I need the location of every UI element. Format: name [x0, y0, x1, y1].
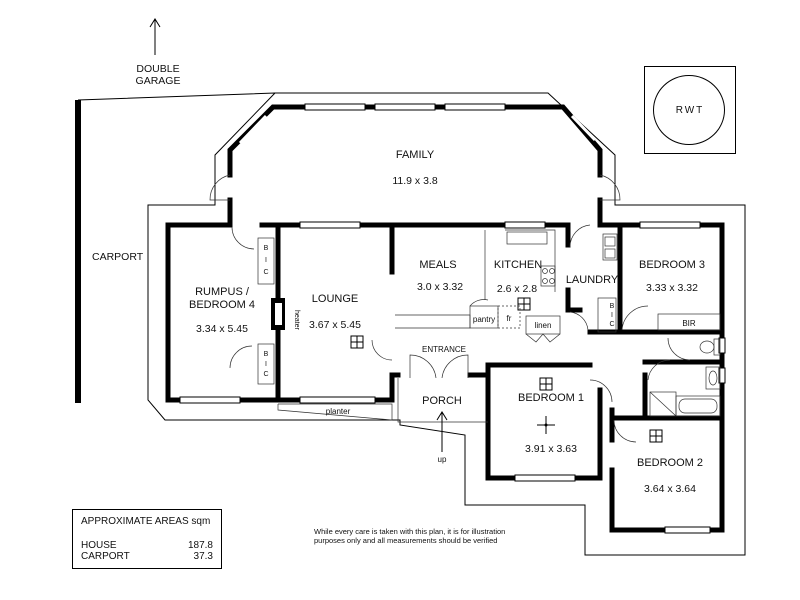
meals-size: 3.0 x 3.32	[417, 281, 463, 293]
fridge-label: fr	[507, 314, 512, 323]
svg-text:I: I	[611, 312, 613, 319]
pantry-door	[469, 299, 489, 307]
bedroom2-light-icon	[649, 429, 663, 443]
svg-text:B: B	[264, 245, 269, 252]
planter-label: planter	[326, 407, 351, 416]
ceiling-fan-icon	[537, 416, 555, 434]
rainwater-tank: RWT	[644, 66, 736, 154]
family-room-name: FAMILY	[396, 149, 435, 161]
rumpus-bic-upper: B I C	[257, 237, 275, 285]
kitchen-light-icon	[517, 297, 531, 311]
kitchen-size: 2.6 x 2.8	[497, 283, 537, 295]
bathroom-door	[647, 359, 671, 381]
heater-label: heater	[293, 310, 300, 331]
family-door-left	[209, 174, 231, 201]
planter-outline	[277, 403, 393, 421]
boundary-outline	[77, 92, 746, 556]
rumpus-bic-lower: B I C	[257, 343, 275, 385]
rwt-label: RWT	[675, 105, 705, 116]
family-door-right	[599, 174, 621, 201]
disclaimer-line1: While every care is taken with this plan…	[314, 527, 506, 536]
rumpus-name-line1: RUMPUS /	[195, 286, 250, 298]
bath-icon	[675, 395, 721, 417]
svg-text:C: C	[263, 269, 268, 276]
porch-label: PORCH	[422, 395, 462, 407]
linen-label: linen	[535, 321, 552, 330]
svg-text:I: I	[265, 361, 267, 368]
bedroom3-size: 3.33 x 3.32	[646, 282, 698, 294]
bir-label: BIR	[682, 319, 696, 328]
wc-door	[667, 337, 691, 361]
meals-name: MEALS	[419, 259, 456, 271]
area-value: 187.8	[187, 540, 213, 551]
meals-bench	[395, 314, 471, 329]
entrance-label: ENTRANCE	[422, 345, 466, 354]
area-value: 37.3	[193, 551, 213, 562]
bedroom1-door	[589, 379, 613, 403]
area-label: HOUSE	[81, 540, 117, 551]
garage-arrow-icon	[149, 18, 161, 55]
bedroom2-door	[613, 419, 637, 443]
svg-text:I: I	[265, 257, 267, 264]
rumpus-lower-door	[229, 345, 253, 369]
tank-circle: RWT	[653, 75, 725, 145]
kitchen-bench	[484, 229, 556, 300]
areas-title: APPROXIMATE AREAS sqm	[81, 516, 211, 527]
bedroom2-name: BEDROOM 2	[637, 457, 703, 469]
family-windows	[238, 103, 597, 145]
laundry-bic: B I C	[597, 297, 617, 333]
garage-label-line2: GARAGE	[136, 75, 181, 87]
svg-text:B: B	[264, 351, 269, 358]
bedroom3-door	[621, 305, 649, 331]
disclaimer-line2: purposes only and all measurements shoul…	[314, 536, 498, 545]
kitchen-name: KITCHEN	[494, 259, 542, 271]
bedroom3-robe	[657, 313, 721, 331]
entrance-door-left	[409, 354, 437, 379]
garage-label-line1: DOUBLE	[136, 63, 179, 75]
disclaimer: While every care is taken with this plan…	[314, 527, 524, 545]
laundry-trough	[602, 233, 618, 261]
areas-table: APPROXIMATE AREAS sqm HOUSE 187.8 CARPOR…	[72, 509, 222, 569]
area-label: CARPORT	[81, 551, 130, 562]
bedroom2-size: 3.64 x 3.64	[644, 483, 696, 495]
carport-label: CARPORT	[92, 251, 144, 263]
laundry-door	[569, 224, 591, 248]
rumpus-size: 3.34 x 5.45	[196, 323, 248, 335]
bedroom1-name: BEDROOM 1	[518, 392, 584, 404]
lounge-name: LOUNGE	[312, 293, 358, 305]
bedroom3-name: BEDROOM 3	[639, 259, 705, 271]
vanity	[705, 366, 721, 390]
main-windows	[179, 221, 726, 534]
porch-outline	[397, 378, 488, 423]
lounge-size: 3.67 x 5.45	[309, 319, 361, 331]
lounge-light-icon	[350, 335, 364, 349]
family-room-size: 11.9 x 3.8	[392, 175, 437, 187]
bedroom1-light-icon	[539, 377, 553, 391]
rumpus-name-line2: BEDROOM 4	[189, 299, 255, 311]
svg-text:B: B	[610, 303, 615, 310]
laundry-name: LAUNDRY	[566, 274, 619, 286]
lounge-door	[371, 339, 393, 361]
svg-text:C: C	[609, 321, 614, 328]
bedroom1-size: 3.91 x 3.63	[525, 443, 577, 455]
up-arrow-icon	[436, 411, 448, 452]
rumpus-door	[231, 226, 255, 250]
toilet-icon	[699, 340, 715, 354]
pantry-label: pantry	[473, 315, 495, 324]
family-room-walls	[227, 104, 603, 228]
entrance-door-right	[441, 354, 469, 379]
laundry-lower-door	[569, 311, 589, 331]
up-label: up	[438, 455, 447, 464]
fridge-box	[497, 305, 521, 329]
svg-text:C: C	[263, 371, 268, 378]
